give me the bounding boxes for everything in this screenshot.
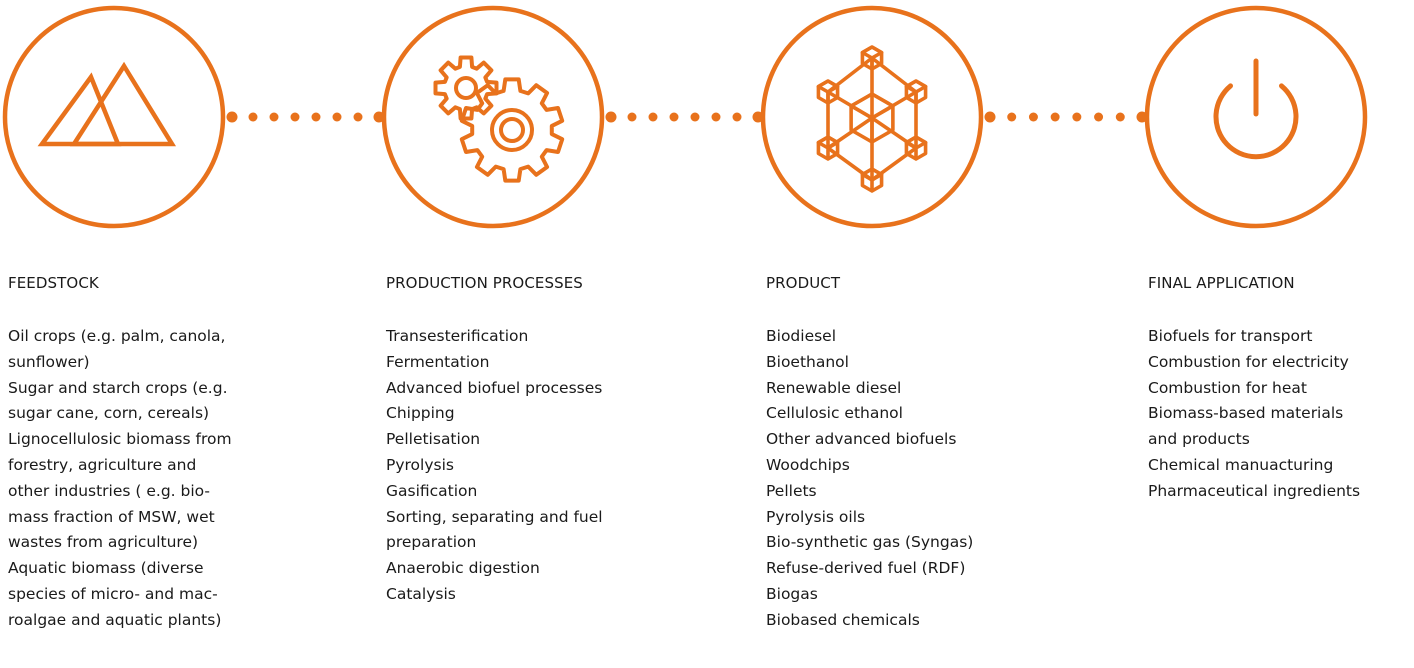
processes-heading: PRODUCTION PROCESSES [386,274,583,292]
feedstock-circle [2,5,226,229]
list-item: Pharmaceutical ingredients [1148,481,1361,500]
connector-dot [1028,112,1038,122]
connector-dot [332,112,342,122]
list-item: Combustion for electricity [1148,352,1349,371]
list-item: Anaerobic digestion [386,559,540,578]
list-item: Cellulosic ethanol [766,404,903,423]
application-heading: FINAL APPLICATION [1148,274,1295,292]
list-item: Pyrolysis [386,455,454,474]
cube-shape [816,79,840,105]
mountains-icon [37,61,177,147]
gears-icon [433,55,565,183]
processes-circle [381,5,605,229]
list-item: Sugar and starch crops (e.g. sugar cane,… [8,378,228,423]
processes-list: Transesterification Fermentation Advance… [386,324,686,608]
molecule-cubes-icon [816,45,928,193]
connector-dot [1136,111,1148,123]
list-item: Oil crops (e.g. palm, canola, sunflower) [8,327,226,371]
list-item: Bio-synthetic gas (Syngas) [766,533,974,552]
list-item: Woodchips [766,455,850,474]
application-list: Biofuels for transport Combustion for el… [1148,324,1414,505]
connector-dot [1094,112,1104,122]
feedstock-list: Oil crops (e.g. palm, canola, sunflower)… [8,324,308,634]
feedstock-column: FEEDSTOCK Oil crops (e.g. palm, canola, … [8,272,308,634]
cube-shape [816,135,840,161]
list-item: Gasification [386,481,478,500]
list-item: Combustion for heat [1148,378,1307,397]
connector-dot [226,111,238,123]
list-item: Lignocellulosic biomass from forestry, a… [8,430,232,552]
process-flow-diagram [2,5,1368,229]
list-item: Advanced biofuel processes [386,378,603,397]
connector-dot [353,112,363,122]
cube-shape [849,92,895,144]
list-item: Biogas [766,584,818,603]
product-circle [760,5,984,229]
cube-shape [904,79,928,105]
list-item: Fermentation [386,352,490,371]
connector-dot [1050,112,1060,122]
application-circle [1144,5,1368,229]
list-item: Aquatic biomass (diverse species of micr… [8,559,222,629]
connector-dots [226,111,1148,123]
list-item: Biofuels for transport [1148,327,1313,345]
connector-dot [690,112,700,122]
connector-dot [752,111,764,123]
list-item: Pellets [766,481,817,500]
connector-dot [248,112,258,122]
product-heading: PRODUCT [766,274,841,292]
list-item: Refuse-derived fuel (RDF) [766,559,966,578]
connector-dot [269,112,279,122]
list-item: Biobased chemicals [766,610,920,629]
connector-dot [290,112,300,122]
list-item: Bioethanol [766,352,849,371]
processes-column: PRODUCTION PROCESSES Transesterification… [386,272,686,608]
list-item: Chipping [386,404,455,423]
connector-dot [984,111,996,123]
list-item: Other advanced biofuels [766,430,957,449]
connector-dot [1007,112,1017,122]
list-item: Biomass-based materials and products [1148,404,1344,449]
list-item: Catalysis [386,584,456,603]
list-item: Transesterification [386,327,529,345]
connector-dot [648,112,658,122]
list-item: Renewable diesel [766,378,902,397]
connector-dot [605,111,617,123]
cube-shape [904,135,928,161]
connector-dot [732,112,742,122]
power-icon [1213,58,1299,160]
connector-dot [669,112,679,122]
list-item: Biodiesel [766,327,837,345]
connector-dot [1072,112,1082,122]
list-item: Pelletisation [386,430,481,449]
connector-dot [311,112,321,122]
connector-dot [373,111,385,123]
cube-shape [860,167,884,193]
list-item: Pyrolysis oils [766,507,866,526]
connector-dot [1115,112,1125,122]
product-list: Biodiesel Bioethanol Renewable diesel Ce… [766,324,1066,634]
product-column: PRODUCT Biodiesel Bioethanol Renewable d… [766,272,1066,634]
feedstock-heading: FEEDSTOCK [8,274,99,292]
list-item: Sorting, separating and fuel preparation [386,507,603,552]
cube-shape [860,45,884,71]
connector-dot [627,112,637,122]
list-item: Chemical manuacturing [1148,455,1334,474]
connector-dot [711,112,721,122]
application-column: FINAL APPLICATION Biofuels for transport… [1148,272,1414,505]
